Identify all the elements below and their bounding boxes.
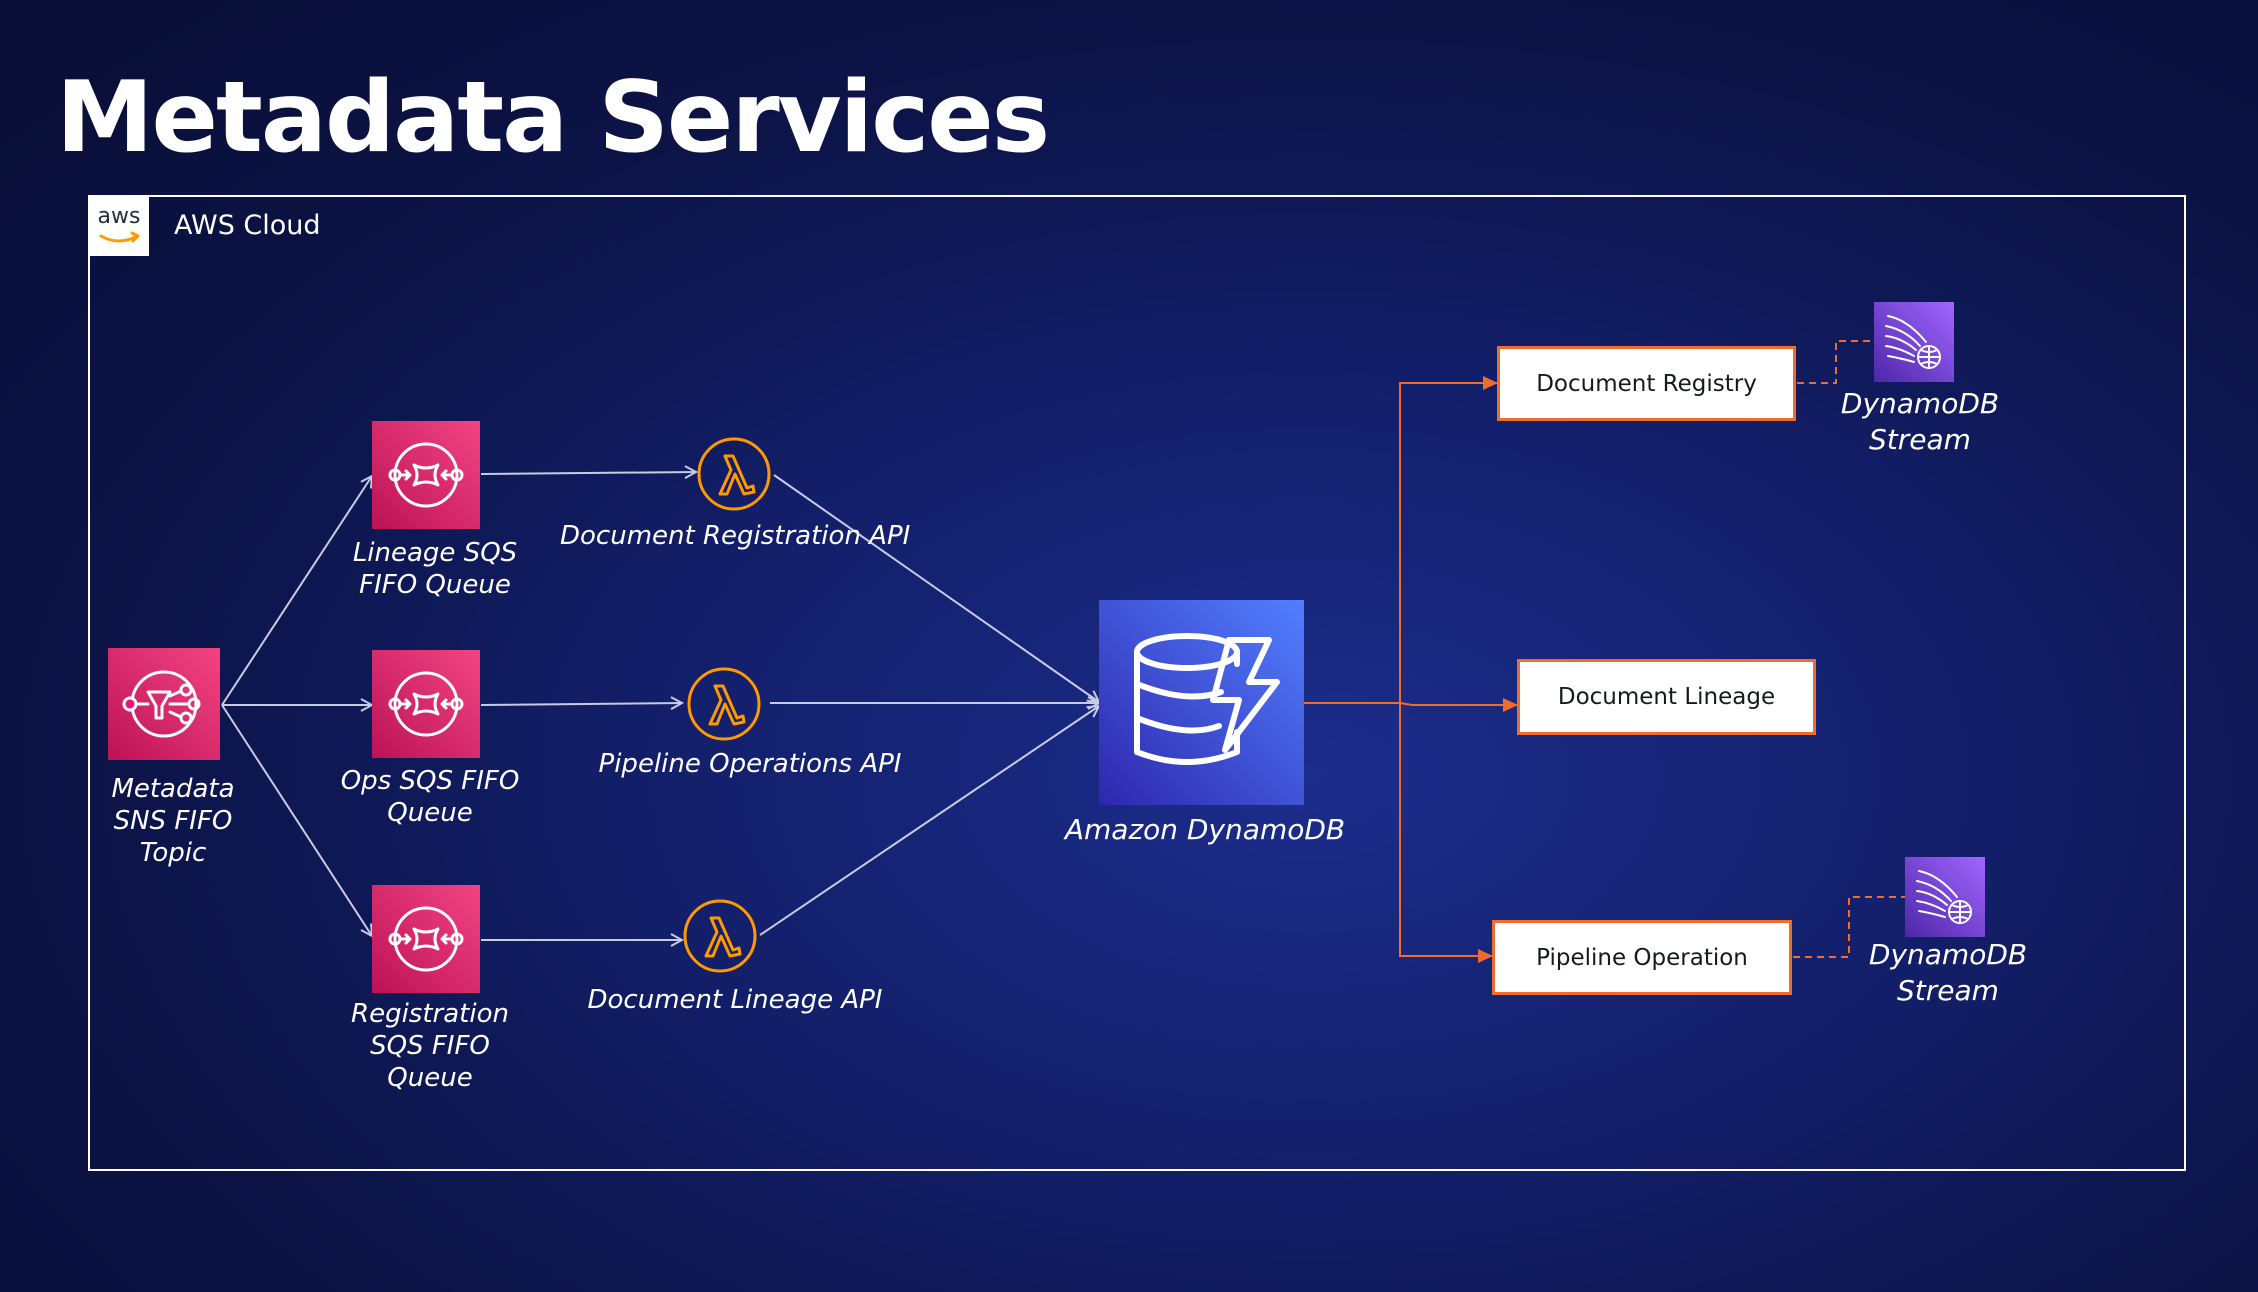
edge-lambda3-dynamodb xyxy=(759,706,1099,936)
document-lineage-label: Document Lineage xyxy=(1557,684,1776,710)
document-lineage-table[interactable]: Document Lineage xyxy=(1517,659,1816,735)
aws-logo-icon: aws xyxy=(89,196,149,256)
edge-to-document-registry xyxy=(1399,376,1498,703)
ops-sqs-queue-label: Ops SQS FIFO Queue xyxy=(340,766,520,828)
document-registration-lambda-icon[interactable] xyxy=(696,436,772,512)
dynamodb-stream-label-1: DynamoDB Stream xyxy=(1840,387,2000,456)
sns-topic-icon[interactable] xyxy=(108,648,220,760)
edge-lambda1-dynamodb xyxy=(773,474,1099,702)
document-registry-table[interactable]: Document Registry xyxy=(1497,346,1796,421)
document-lineage-lambda-icon[interactable] xyxy=(682,898,758,974)
edge-pipeline-stream xyxy=(1793,896,1905,958)
document-registry-label: Document Registry xyxy=(1536,370,1757,397)
ops-sqs-queue-icon[interactable] xyxy=(372,650,480,758)
pipeline-operation-table[interactable]: Pipeline Operation xyxy=(1492,920,1792,995)
aws-logo-text: aws xyxy=(97,204,141,229)
pipeline-operations-lambda-label: Pipeline Operations API xyxy=(598,749,902,779)
dynamodb-icon[interactable] xyxy=(1099,600,1304,805)
edge-to-document-lineage xyxy=(1399,698,1518,712)
dynamodb-stream-icon[interactable] xyxy=(1874,302,1954,382)
document-lineage-lambda-label: Document Lineage API xyxy=(587,985,883,1015)
pipeline-operations-lambda-icon[interactable] xyxy=(686,666,762,742)
edge-sns-registration xyxy=(221,704,372,936)
edge-registry-stream xyxy=(1797,340,1874,384)
aws-cloud-label: AWS Cloud xyxy=(174,210,321,241)
sns-topic-label: Metadata SNS FIFO Topic xyxy=(111,774,235,868)
edge-ops-queue-lambda xyxy=(480,703,682,705)
aws-cloud-boundary xyxy=(88,195,2186,1171)
dynamodb-stream-icon[interactable] xyxy=(1905,857,1985,937)
edge-to-pipeline-operation xyxy=(1399,703,1493,963)
edge-sns-lineage xyxy=(221,476,372,706)
lineage-sqs-queue-icon[interactable] xyxy=(372,421,480,529)
dynamodb-stream-label-2: DynamoDB Stream xyxy=(1868,938,2028,1007)
lineage-sqs-queue-label: Lineage SQS FIFO Queue xyxy=(352,538,518,600)
edge-lineage-queue-lambda xyxy=(480,472,696,474)
registration-sqs-queue-icon[interactable] xyxy=(372,885,480,993)
document-registration-lambda-label: Document Registration API xyxy=(560,521,911,551)
pipeline-operation-label: Pipeline Operation xyxy=(1536,944,1748,971)
page-title: Metadata Services xyxy=(56,61,1050,175)
registration-sqs-queue-label: Registration SQS FIFO Queue xyxy=(351,999,509,1093)
dynamodb-label: Amazon DynamoDB xyxy=(1064,813,1346,846)
